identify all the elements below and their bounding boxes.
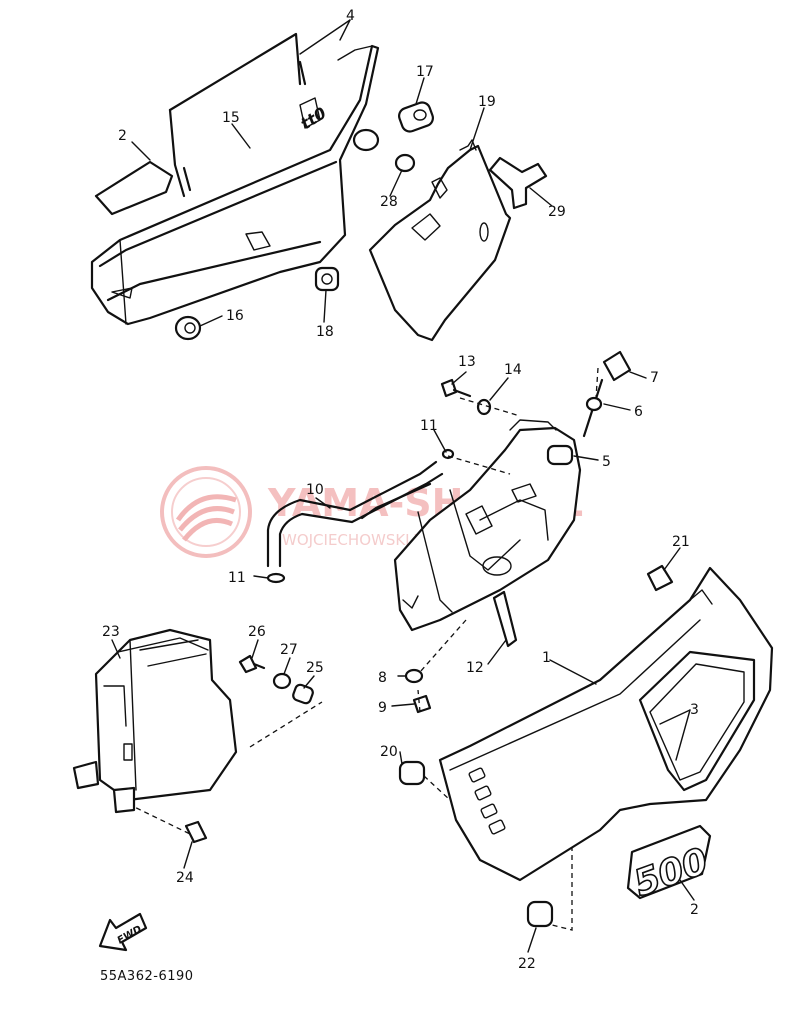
emblem-part-2: 500 [626,824,714,906]
callout-11-lower: 11 [228,570,246,586]
callout-1: 1 [542,650,551,666]
callout-21: 21 [672,534,690,550]
callout-2-emblem: 2 [690,902,699,918]
callout-6: 6 [634,404,643,420]
watermark-logo-icon [160,466,252,558]
callout-17: 17 [416,64,434,80]
callout-labels: 4 17 19 15 2 28 29 16 18 13 14 7 6 11 5 … [102,8,699,972]
hose-part-10 [266,460,444,568]
callout-23: 23 [102,624,120,640]
callout-10: 10 [306,482,324,498]
bolt-part-13 [440,378,472,398]
grommet-part-27 [272,672,292,690]
callout-13: 13 [458,354,476,370]
grommet-part-18 [314,266,340,292]
callout-12: 12 [466,660,484,676]
side-cover-frame-part-15: tt0 [90,44,380,326]
collar-part-28 [352,128,416,173]
callout-19: 19 [478,94,496,110]
bolt-part-26 [238,654,266,674]
clip-part-24 [184,820,208,844]
wire-guide-part-4 [168,32,307,198]
filler-cap-part-7 [582,350,632,438]
side-cover-part-1 [438,566,774,882]
callout-28: 28 [380,194,398,210]
clip-part-21 [646,564,674,592]
grommet-part-20 [398,760,426,786]
label-part-2-top [94,160,174,216]
callout-11-upper: 11 [420,418,438,434]
callout-24: 24 [176,870,194,886]
o-ring-part-6 [585,396,603,412]
callout-9: 9 [378,700,387,716]
drawing-code: 55A362-6190 [100,969,194,984]
grommet-part-16 [174,315,202,341]
svg-text:tt0: tt0 [297,103,329,133]
callout-leaders [111,19,695,953]
callout-22: 22 [518,956,536,972]
nut-part-9 [412,694,432,714]
battery-box-part-23 [72,628,238,814]
callout-14: 14 [504,362,522,378]
cover-plate-part-19 [368,139,512,342]
callout-27: 27 [280,642,298,658]
callout-15: 15 [222,110,240,126]
clip-part-29 [488,156,548,210]
callout-5: 5 [602,454,611,470]
bolt-part-12 [492,590,518,648]
callout-4: 4 [346,8,355,24]
callout-18: 18 [316,324,334,340]
washer-part-8 [404,668,424,684]
callout-3: 3 [690,702,699,718]
forward-direction-arrow-icon: FWD [98,912,148,952]
callout-25: 25 [306,660,324,676]
callout-26: 26 [248,624,266,640]
grommet-part-17 [398,101,434,133]
tank-part-5 [393,419,582,632]
callout-2-top: 2 [118,128,127,144]
callout-7: 7 [650,370,659,386]
clip-part-11-lower [266,572,286,584]
callout-29: 29 [548,204,566,220]
collar-part-25 [292,683,314,705]
clip-part-11-upper [441,448,455,460]
callout-8: 8 [378,670,387,686]
callout-16: 16 [226,308,244,324]
grommet-part-22 [526,900,554,928]
callout-20: 20 [380,744,398,760]
